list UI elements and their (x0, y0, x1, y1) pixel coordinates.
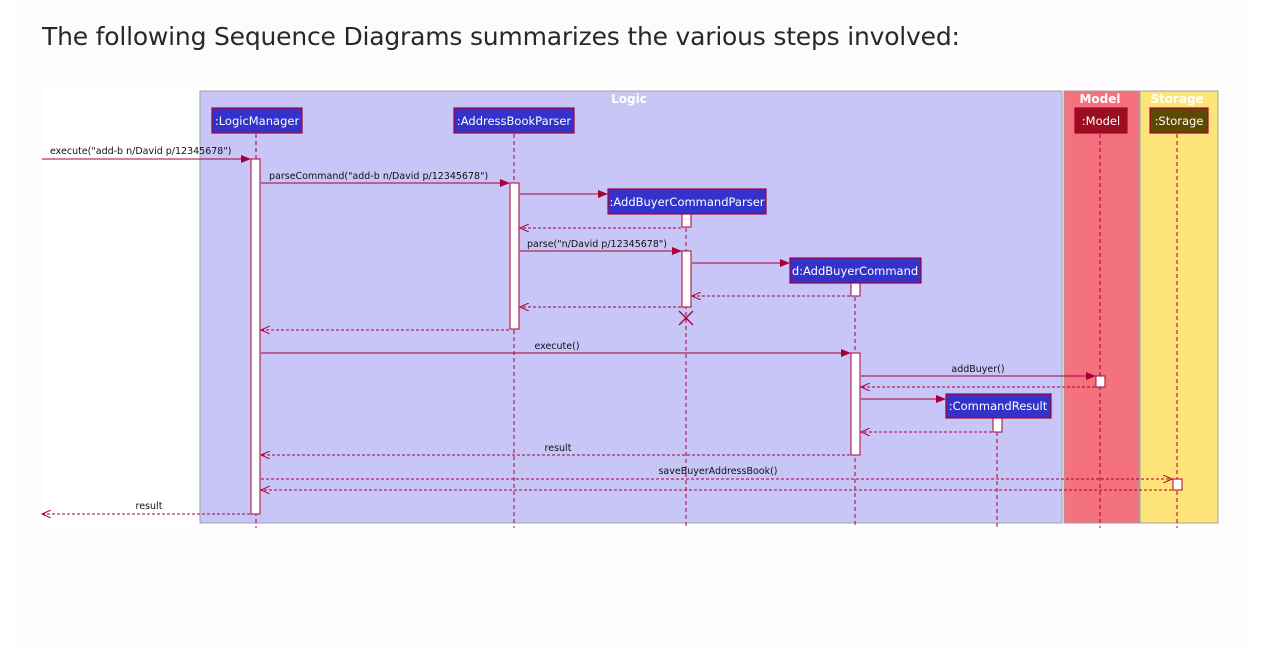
participant-address-book-parser-label: :AddressBookParser (457, 114, 572, 128)
activation-model (1095, 375, 1106, 388)
storage-group-box (1139, 90, 1219, 524)
activation-command-result (992, 417, 1003, 433)
logic-group-box (199, 90, 1063, 524)
destroy-x-icon (678, 310, 694, 326)
activation-address-book-parser (509, 182, 520, 330)
participant-logic-manager-label: :LogicManager (215, 114, 300, 128)
msg-execute-input-label: execute("add-b n/David p/12345678") (50, 146, 231, 157)
model-group-label: Model (1079, 92, 1120, 106)
activation-parser-create (681, 213, 692, 228)
section-heading: The following Sequence Diagrams summariz… (42, 22, 960, 51)
participant-add-buyer-command-parser-box (607, 188, 767, 215)
return-result-label: result (545, 443, 572, 454)
msg-save-buyer-address-book-label: saveBuyerAddressBook() (658, 466, 777, 477)
participant-add-buyer-command-label: d:AddBuyerCommand (792, 264, 918, 278)
activation-logic-manager (250, 158, 261, 515)
participant-storage-label: :Storage (1155, 114, 1204, 128)
storage-group-label: Storage (1150, 92, 1203, 106)
activation-command-execute (850, 352, 861, 456)
return-result-outer-label: result (136, 501, 163, 512)
participant-address-book-parser-box (453, 107, 575, 134)
activation-command-create (850, 282, 861, 297)
msg-parse-command-label: parseCommand("add-b n/David p/12345678") (269, 171, 488, 182)
participant-model-label: :Model (1082, 114, 1120, 128)
participant-storage-box (1149, 107, 1209, 134)
participant-add-buyer-command-parser-label: :AddBuyerCommandParser (609, 195, 764, 209)
participant-add-buyer-command-box (789, 257, 922, 284)
msg-execute-label: execute() (534, 341, 579, 352)
participant-logic-manager-box (211, 107, 303, 134)
participant-model-box (1074, 107, 1128, 134)
logic-group-label: Logic (611, 92, 647, 106)
model-group-box (1063, 90, 1140, 524)
msg-parse-label: parse("n/David p/12345678") (527, 239, 667, 250)
activation-parser-parse (681, 250, 692, 308)
activation-storage (1172, 478, 1183, 491)
participant-command-result-box (945, 393, 1052, 419)
participant-command-result-label: :CommandResult (949, 399, 1048, 413)
msg-add-buyer-label: addBuyer() (951, 364, 1004, 375)
